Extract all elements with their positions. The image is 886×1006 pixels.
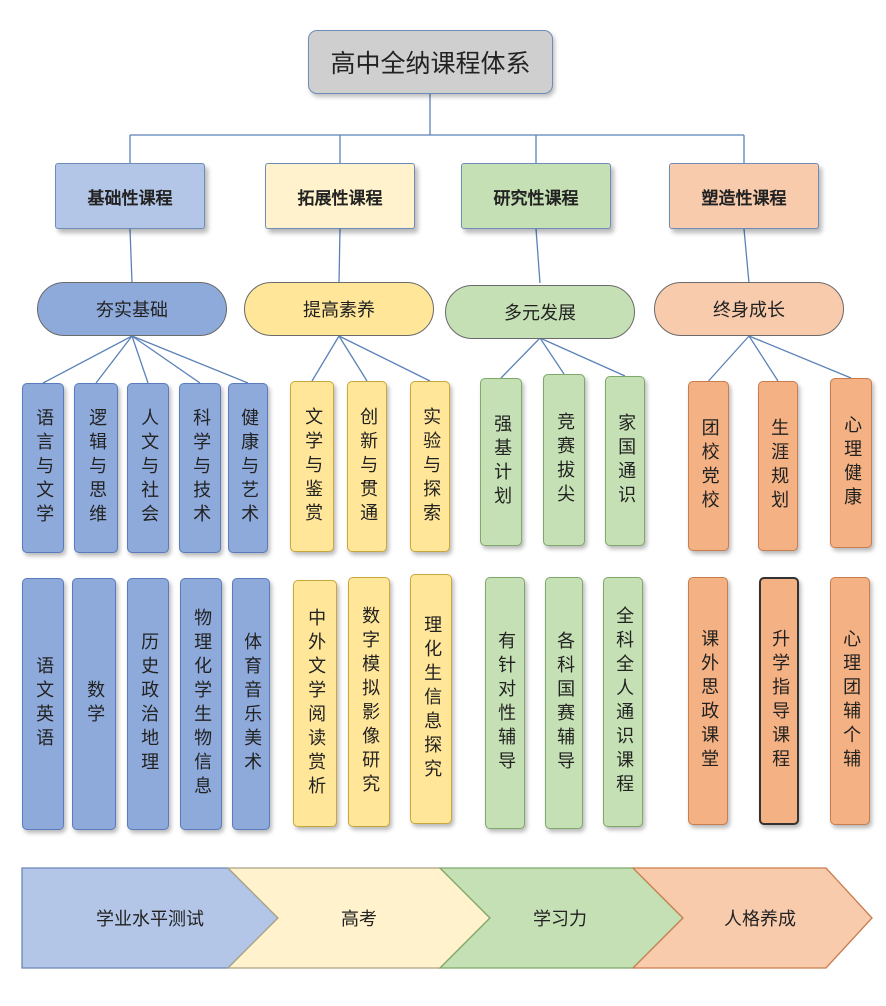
outcome-text-0: 学业水平测试: [96, 909, 204, 930]
detail-column: 数学: [72, 578, 116, 830]
category-basic: 基础性课程: [55, 163, 205, 229]
subject-column: 心理健康: [830, 378, 872, 548]
goal-pill-shaping: 终身成长: [654, 282, 844, 336]
subject-column: 团校党校: [688, 381, 729, 551]
outcome-label-0: 学业水平测试: [22, 868, 278, 968]
goal-pill-expansion: 提高素养: [244, 282, 434, 336]
detail-column: 体育音乐美术: [232, 578, 270, 830]
subject-column: 科学与技术: [179, 383, 221, 553]
outcome-label-2: 学习力: [470, 868, 650, 968]
detail-column: 各科国赛辅导: [545, 577, 583, 829]
subject-column: 生涯规划: [758, 381, 798, 551]
subject-column: 文学与鉴赏: [290, 381, 334, 552]
outcome-arrow-3: [631, 867, 873, 969]
detail-column: 物理化学生物信息: [180, 578, 222, 830]
goal-pill-research: 多元发展: [445, 285, 635, 339]
subject-column: 健康与艺术: [228, 383, 268, 553]
detail-column: 历史政治地理: [127, 578, 169, 830]
detail-column: 升学指导课程: [759, 577, 799, 825]
detail-column: 心理团辅个辅: [830, 577, 870, 825]
outcome-text-3: 人格养成: [724, 909, 796, 930]
subject-column: 实验与探索: [410, 381, 450, 552]
subject-column: 竞赛拔尖: [543, 374, 585, 546]
subject-column: 强基计划: [480, 378, 522, 546]
outcome-text-1: 高考: [341, 909, 377, 930]
subject-column: 逻辑与思维: [74, 383, 118, 553]
category-expansion: 拓展性课程: [265, 163, 415, 229]
outcome-text-2: 学习力: [533, 909, 587, 930]
subject-column: 人文与社会: [127, 383, 169, 553]
subject-column: 家国通识: [605, 376, 645, 546]
subject-column: 语言与文学: [22, 383, 64, 553]
root-title: 高中全纳课程体系: [308, 30, 553, 94]
category-research: 研究性课程: [461, 163, 611, 229]
goal-pill-basic: 夯实基础: [37, 282, 227, 336]
detail-column: 数字模拟影像研究: [348, 577, 390, 827]
detail-column: 有针对性辅导: [485, 577, 525, 829]
detail-column: 课外思政课堂: [688, 577, 728, 825]
detail-column: 全科全人通识课程: [603, 577, 643, 827]
detail-column: 理化生信息探究: [410, 574, 452, 824]
outcome-label-1: 高考: [228, 868, 490, 968]
detail-column: 中外文学阅读赏析: [293, 580, 337, 827]
category-shaping: 塑造性课程: [669, 163, 819, 229]
outcome-label-3: 人格养成: [660, 868, 860, 968]
subject-column: 创新与贯通: [347, 381, 387, 552]
detail-column: 语文英语: [22, 578, 64, 830]
